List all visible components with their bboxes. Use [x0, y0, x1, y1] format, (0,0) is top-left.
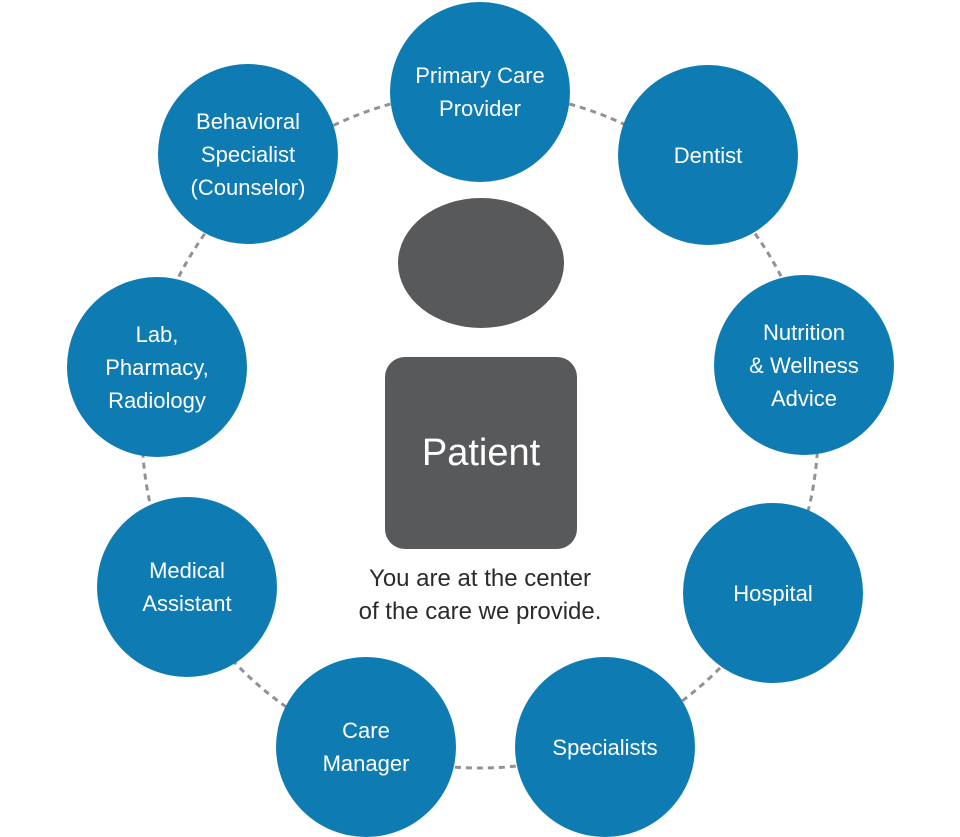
node-specialists: Specialists — [515, 657, 695, 837]
node-label: Nutrition & Wellness Advice — [749, 319, 859, 411]
node-hospital: Hospital — [683, 503, 863, 683]
caption: You are at the center of the care we pro… — [280, 562, 680, 628]
node-nutrition-wellness-advice: Nutrition & Wellness Advice — [714, 275, 894, 455]
caption-line-1: You are at the center — [369, 565, 591, 592]
node-label: Behavioral Specialist (Counselor) — [190, 108, 306, 200]
caption-line-2: of the care we provide. — [358, 598, 602, 625]
patient-label: Patient — [421, 431, 541, 474]
node-dentist: Dentist — [618, 65, 798, 245]
node-label: Medical Assistant — [142, 558, 232, 616]
node-label: Dentist — [673, 142, 743, 168]
person-icon-head — [398, 198, 564, 328]
node-label: Lab, Pharmacy, Radiology — [105, 321, 209, 413]
node-label: Primary Care Provider — [415, 63, 545, 121]
node-medical-assistant: Medical Assistant — [97, 497, 277, 677]
node-label: Care Manager — [322, 718, 410, 776]
node-behavioral-specialist: Behavioral Specialist (Counselor) — [158, 64, 338, 244]
person-icon-body: Patient — [385, 357, 577, 549]
node-label: Hospital — [733, 580, 813, 606]
node-primary-care-provider: Primary Care Provider — [390, 2, 570, 182]
node-lab-pharmacy-radiology: Lab, Pharmacy, Radiology — [67, 277, 247, 457]
node-care-manager: Care Manager — [276, 657, 456, 837]
node-label: Specialists — [552, 734, 658, 760]
